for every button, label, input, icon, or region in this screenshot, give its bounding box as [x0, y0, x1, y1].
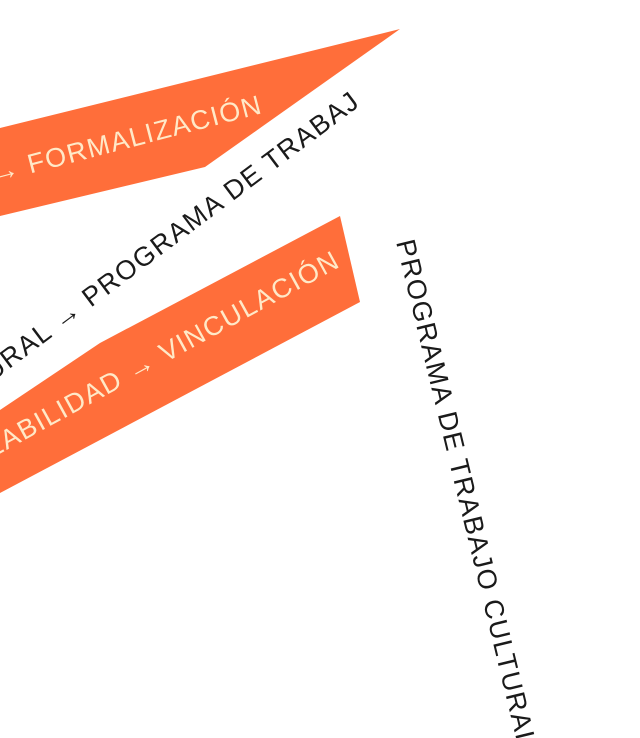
band-vinculacion [0, 216, 360, 493]
vertical-line-programa: PROGRAMA DE TRABAJO CULTURAL [390, 236, 542, 738]
band-formalizacion [0, 29, 400, 216]
band-vinculacion-label: LABILIDAD → VINCULACIÓN [0, 244, 345, 463]
